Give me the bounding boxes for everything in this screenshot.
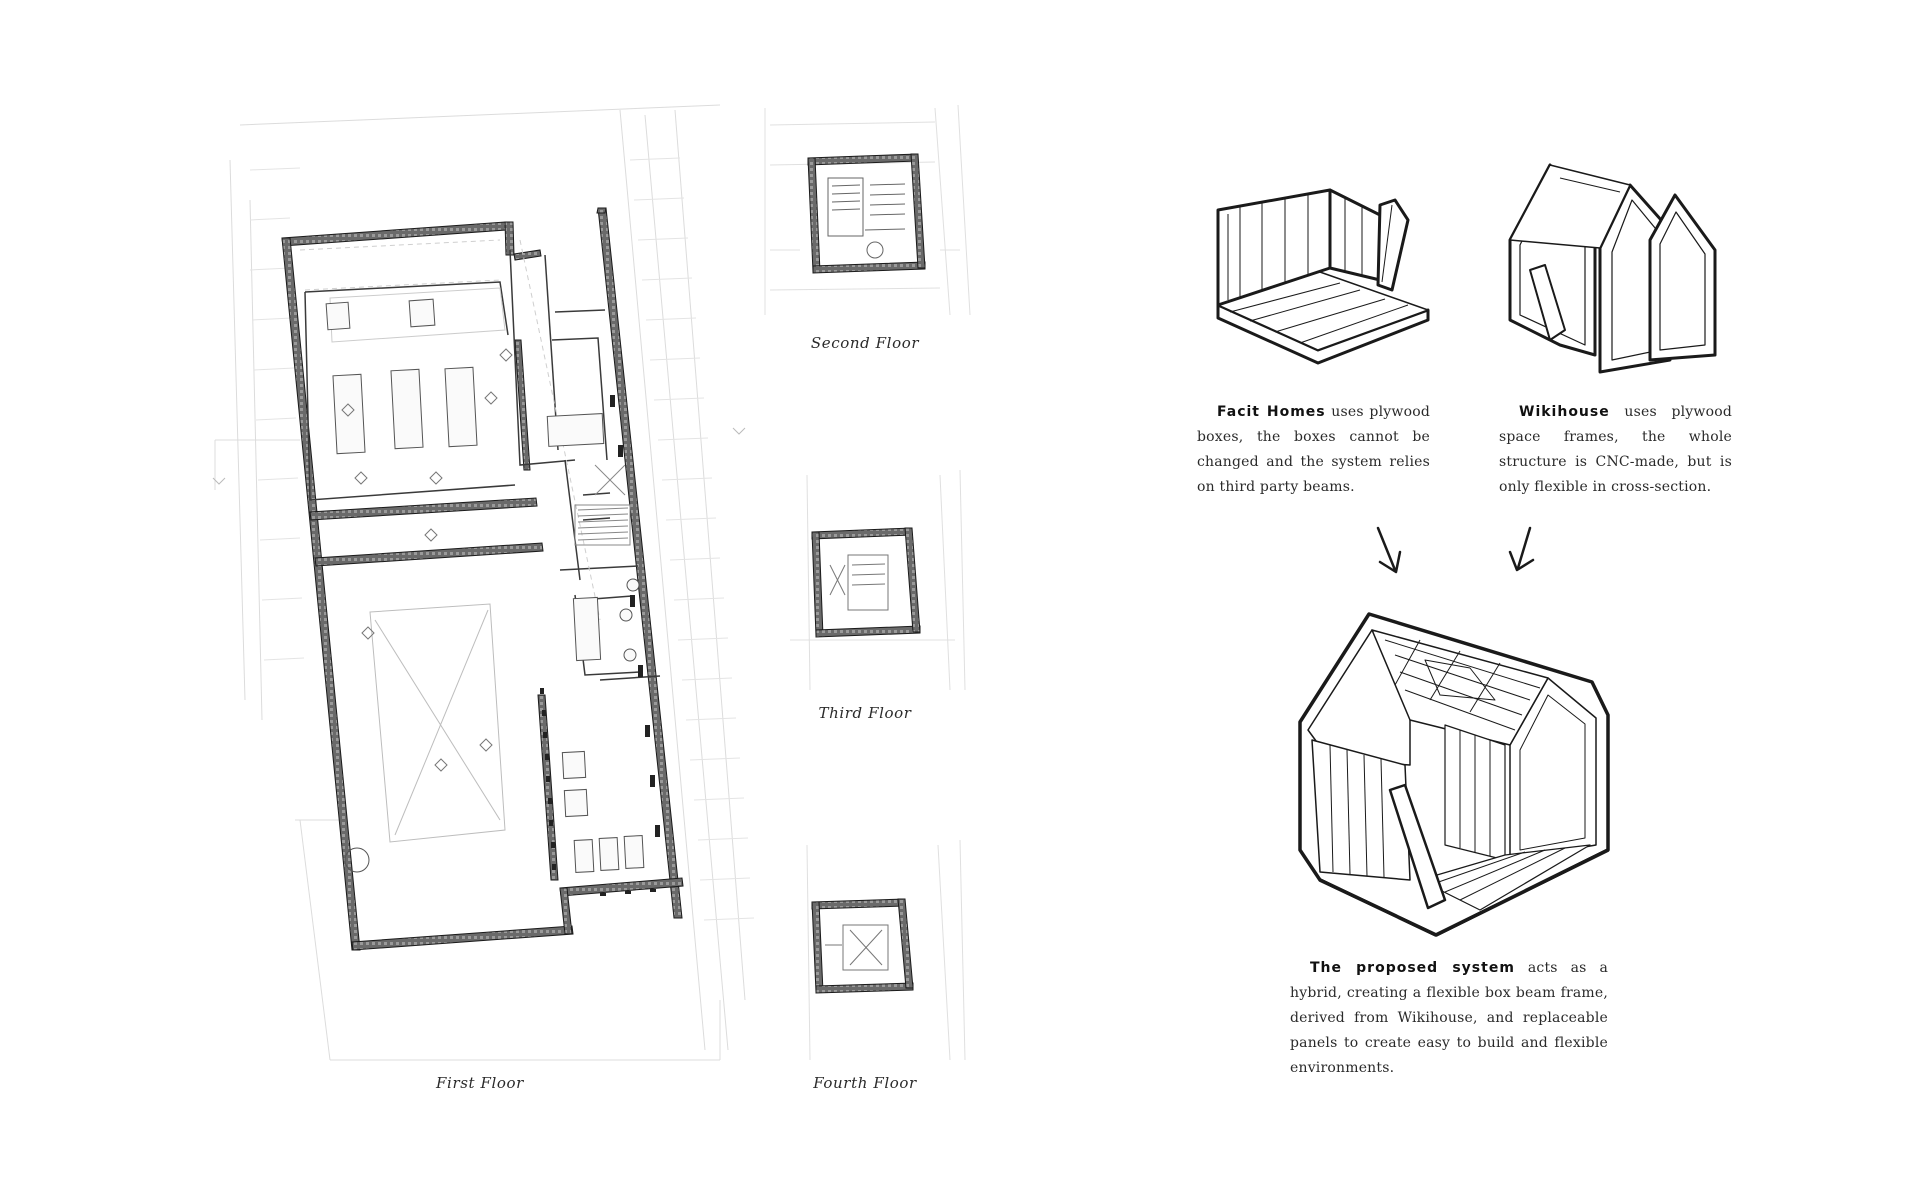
site-context-lines	[214, 104, 746, 1061]
second-floor-interior	[827, 177, 906, 259]
first-floor-plan	[212, 104, 755, 1061]
third-floor-caption: Third Floor	[818, 704, 912, 722]
partitions	[304, 249, 661, 681]
exterior-walls	[281, 207, 684, 951]
facit-homes-text: uses plywood boxes, the boxes cannot be …	[1197, 404, 1430, 495]
fourth-floor-caption: Fourth Floor	[813, 1074, 917, 1092]
grid-lines	[299, 239, 601, 621]
interior-walls	[309, 339, 559, 881]
second-floor-plan	[764, 104, 971, 316]
wikihouse-text: uses plywood space frames, the whole str…	[1499, 404, 1732, 495]
section-marks	[212, 427, 746, 485]
context-hatch	[249, 157, 755, 921]
fourth-floor-plan	[806, 839, 966, 1061]
second-floor-caption: Second Floor	[810, 334, 920, 352]
second-floor-walls	[807, 153, 926, 274]
fourth-floor-interior	[825, 924, 889, 971]
third-floor-context	[790, 469, 966, 691]
columns	[540, 395, 660, 896]
furniture	[325, 298, 645, 873]
proposed-system-text: acts as a hybrid, creating a flexible bo…	[1290, 960, 1608, 1076]
third-floor-plan	[790, 469, 966, 691]
plywood-box-axonometric-icon	[1216, 188, 1430, 365]
plant-markers	[341, 348, 513, 772]
wikihouse-name: Wikihouse	[1519, 404, 1610, 420]
proposed-system-name: The proposed system	[1310, 960, 1515, 976]
facit-homes-description: Facit Homes uses plywood boxes, the boxe…	[1197, 400, 1430, 500]
fourth-floor-walls	[811, 898, 914, 994]
stair	[574, 464, 631, 546]
space-frame-axonometric-icon	[1508, 163, 1717, 374]
third-floor-interior	[829, 554, 889, 611]
wikihouse-description: Wikihouse uses plywood space frames, the…	[1499, 400, 1732, 500]
fourth-floor-context	[806, 839, 966, 1061]
down-arrow-icon	[1376, 526, 1535, 574]
hybrid-frame-axonometric-icon	[1298, 612, 1610, 937]
facit-homes-name: Facit Homes	[1217, 404, 1326, 420]
first-floor-caption: First Floor	[436, 1074, 524, 1092]
proposed-system-description: The proposed system acts as a hybrid, cr…	[1290, 956, 1608, 1081]
third-floor-walls	[811, 527, 921, 638]
second-floor-context	[764, 104, 971, 316]
